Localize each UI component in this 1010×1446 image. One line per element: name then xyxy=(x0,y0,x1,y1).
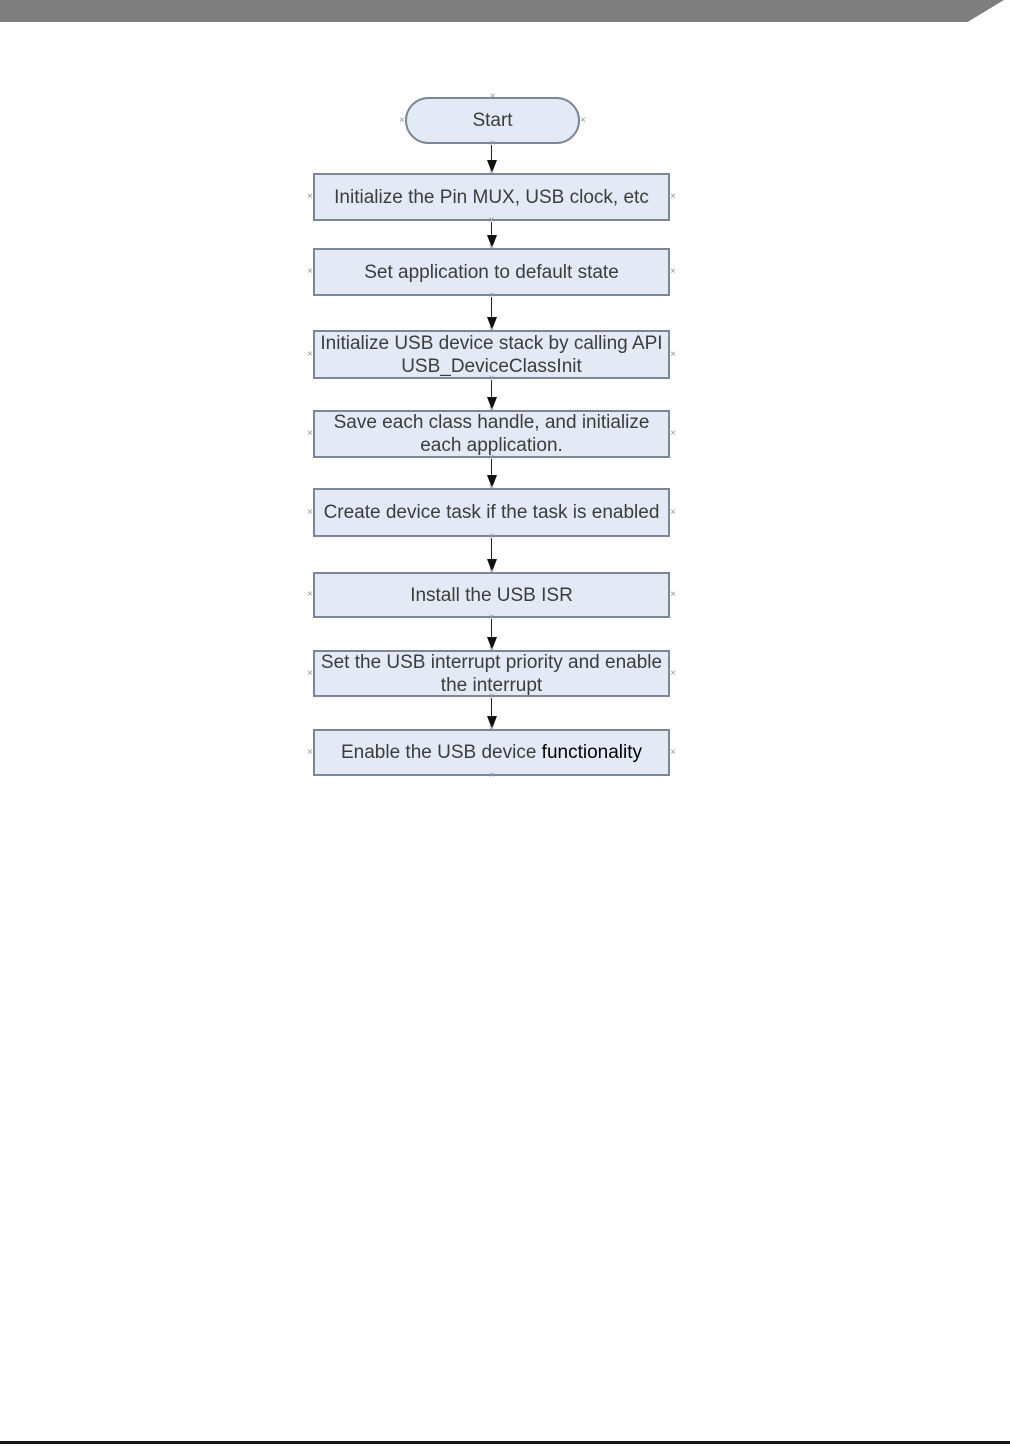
node-label-text: Enable the USB device xyxy=(340,742,542,763)
flow-arrow-down xyxy=(486,145,498,173)
flow-arrow-down xyxy=(486,459,498,488)
arrowhead-icon xyxy=(487,475,497,488)
node-label: Initialize the Pin MUX, USB clock, etc xyxy=(334,186,649,208)
arrowhead-icon xyxy=(487,235,497,248)
connector-point-mark xyxy=(670,669,676,679)
arrowhead-icon xyxy=(487,637,497,650)
arrowhead-icon xyxy=(487,716,497,729)
connector-point-mark xyxy=(307,748,313,758)
connector-point-mark xyxy=(670,429,676,439)
node-label-emphasis: functionality xyxy=(541,742,643,763)
flow-arrow-down xyxy=(486,619,498,650)
connector-point-mark xyxy=(307,429,313,439)
connector-point-mark xyxy=(670,508,676,518)
flowchart-node-init-usb-stack: Initialize USB device stack by calling A… xyxy=(313,330,670,379)
flow-arrow-down xyxy=(486,698,498,729)
connector-point-mark xyxy=(307,669,313,679)
flowchart-node-create-device-task: Create device task if the task is enable… xyxy=(313,488,670,537)
connector-point-mark xyxy=(670,748,676,758)
arrowhead-icon xyxy=(487,559,497,572)
flow-arrow-down xyxy=(486,538,498,572)
connector-point-mark xyxy=(307,267,313,277)
flow-arrow-down xyxy=(486,222,498,248)
connector-point-mark xyxy=(670,590,676,600)
node-label: Set the USB interrupt priority and enabl… xyxy=(320,651,663,696)
node-label: Create device task if the task is enable… xyxy=(323,502,660,523)
flowchart-node-init-pinmux: Initialize the Pin MUX, USB clock, etc xyxy=(313,173,670,221)
connector-point-mark xyxy=(307,192,313,202)
arrowhead-icon xyxy=(487,317,497,330)
flowchart-node-start: Start xyxy=(405,97,580,144)
connector-point-mark xyxy=(670,192,676,202)
connector-point-mark xyxy=(580,116,586,126)
arrowhead-icon xyxy=(487,397,497,410)
flowchart-node-enable-usb-device: Enable the USB device functionality xyxy=(313,729,670,776)
connector-point-mark xyxy=(307,590,313,600)
node-label: Start xyxy=(472,110,513,131)
connector-point-mark xyxy=(489,771,495,781)
connector-point-mark xyxy=(670,267,676,277)
flowchart-node-default-state: Set application to default state xyxy=(313,248,670,296)
connector-point-mark xyxy=(307,350,313,360)
node-label: Enable the USB device functionality xyxy=(337,741,646,764)
node-label: Install the USB ISR xyxy=(410,584,573,606)
arrowhead-icon xyxy=(487,160,497,173)
node-label: Set application to default state xyxy=(364,261,619,283)
flow-arrow-down xyxy=(486,380,498,410)
flowchart-node-install-usb-isr: Install the USB ISR xyxy=(313,572,670,618)
node-label: Save each class handle, and initialize e… xyxy=(333,412,650,456)
flowchart-node-save-class-handle: Save each class handle, and initialize e… xyxy=(313,410,670,458)
flowchart-node-set-interrupt-priority: Set the USB interrupt priority and enabl… xyxy=(313,650,670,697)
footer-rule xyxy=(0,1441,1010,1444)
connector-point-mark xyxy=(490,92,496,102)
header-bar-decoration xyxy=(0,0,1004,22)
connector-point-mark xyxy=(399,116,405,126)
connector-point-mark xyxy=(307,508,313,518)
connector-point-mark xyxy=(670,350,676,360)
node-label: Initialize USB device stack by calling A… xyxy=(320,332,663,377)
flow-arrow-down xyxy=(486,297,498,330)
